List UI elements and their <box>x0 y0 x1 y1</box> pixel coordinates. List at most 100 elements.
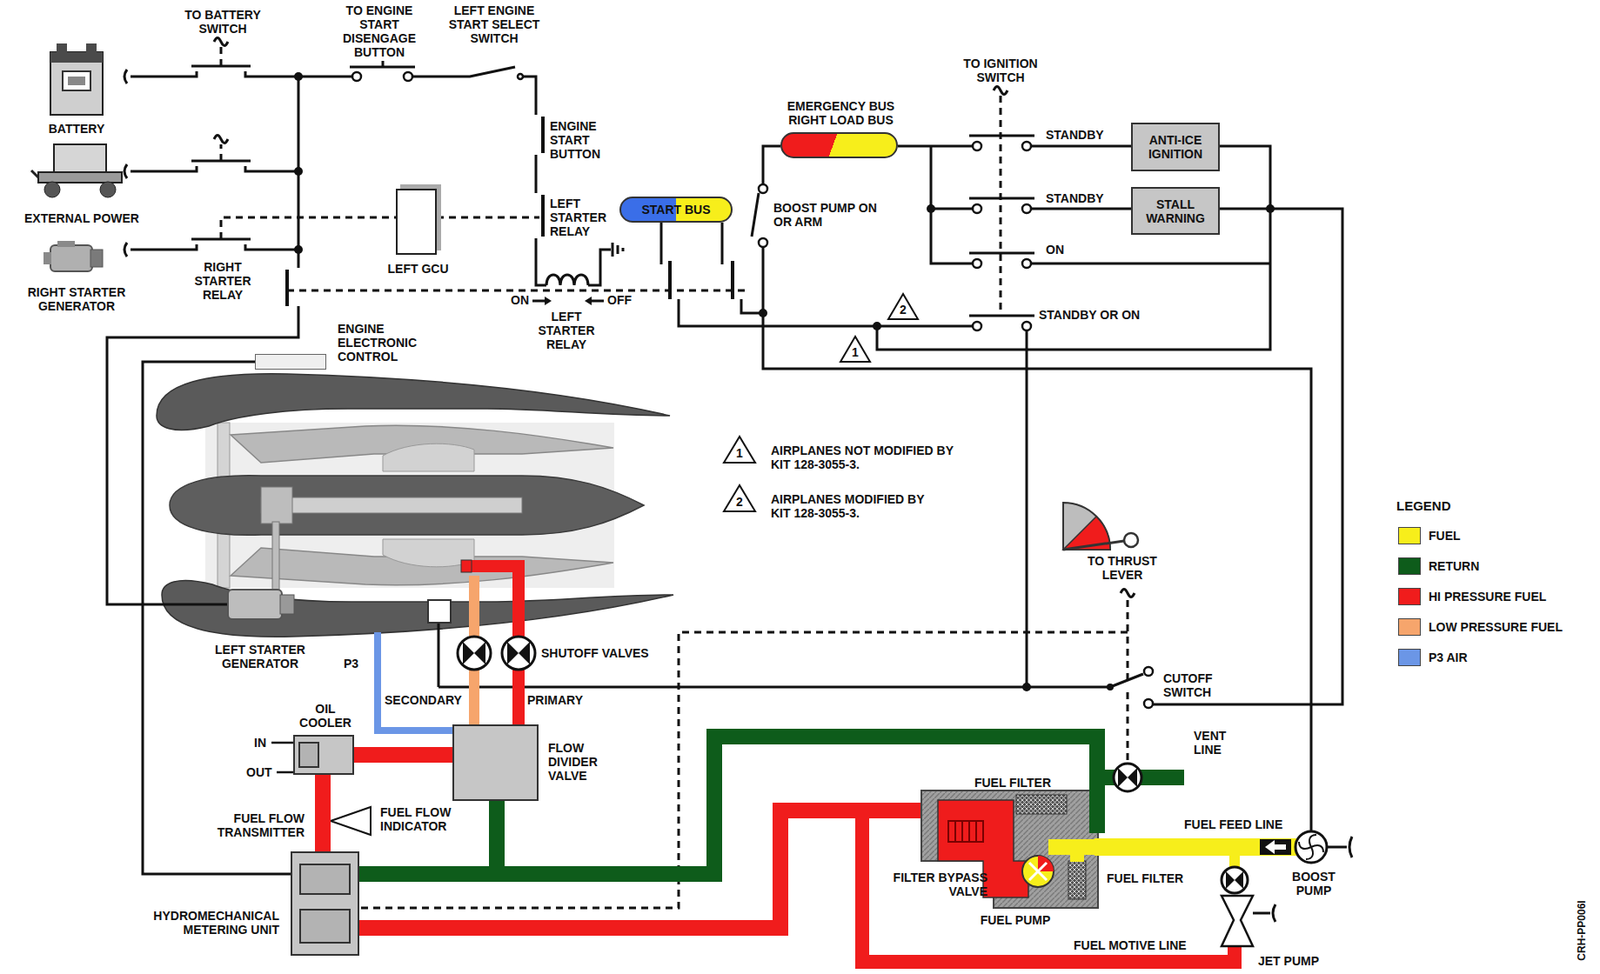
shutoff-valve-symbol <box>457 636 491 670</box>
power-cart-icon <box>38 172 122 183</box>
flow-arrow <box>1259 839 1292 856</box>
vent-valve-symbol <box>1127 768 1138 788</box>
callout-number: 1 <box>736 446 744 461</box>
switch-contact <box>1022 259 1031 268</box>
cooler-box: OIL COOLER <box>293 735 355 776</box>
fuel-line-connector <box>314 775 331 852</box>
junction-dot <box>1106 683 1114 691</box>
part-label: LEFT STARTER RELAY <box>549 196 620 239</box>
battery-icon <box>67 76 86 86</box>
part-label: OFF <box>607 293 632 308</box>
part-label: BOOST PUMP ON OR ARM <box>773 200 878 229</box>
flow-arrow <box>1259 839 1292 856</box>
feed-line <box>1094 838 1299 857</box>
legend-swatch <box>1398 588 1421 606</box>
callout-number: 2 <box>736 495 744 509</box>
engine-illustration <box>161 581 674 638</box>
switch-contact <box>352 72 362 81</box>
callout-triangle <box>840 336 871 362</box>
sensor-box <box>428 560 472 623</box>
engine-illustration <box>382 539 475 568</box>
part-label: CUTOFF SWITCH <box>1163 671 1233 700</box>
node-label: OIL COOLER <box>294 702 356 730</box>
switch-contact <box>972 259 982 268</box>
flow-indicator-symbol <box>330 807 371 836</box>
fuel-filter-assembly <box>1022 856 1054 888</box>
engine-illustration <box>156 374 674 637</box>
wiring <box>271 743 294 773</box>
starter-generator-icon <box>227 589 295 620</box>
callout-triangle <box>888 294 918 320</box>
part-label: P3 <box>343 656 359 671</box>
wiring <box>1152 208 1343 705</box>
battery-icon <box>50 52 103 115</box>
node-label: LEFT STARTER GENERATOR <box>199 642 322 671</box>
thrust-lever <box>1124 533 1139 548</box>
switch-contact <box>1144 667 1153 677</box>
fuel-lines <box>377 632 453 731</box>
generator-icon: RIGHT STARTER GENERATOR <box>46 240 108 277</box>
wiring <box>130 244 299 250</box>
part-label: TO ENGINE START DISENGAGE BUTTON <box>326 3 433 60</box>
engine-illustration <box>261 497 523 514</box>
part-label: FUEL PUMP <box>980 913 1052 928</box>
switch-contact <box>1144 699 1153 709</box>
generator-icon <box>90 249 103 268</box>
relay-arrow <box>544 296 592 306</box>
node-label: EMERGENCY BUS RIGHT LOAD BUS <box>767 99 916 128</box>
callout-triangle <box>723 294 918 512</box>
part-label: TO IGNITION SWITCH <box>943 56 1058 85</box>
legend-label: FUEL <box>1428 528 1461 543</box>
return-line <box>1097 783 1098 834</box>
engine-illustration <box>272 522 280 590</box>
legend-label: HI PRESSURE FUEL <box>1428 589 1547 604</box>
fuel-filter-assembly <box>921 790 1098 909</box>
part-label: OUT <box>246 765 273 780</box>
feed-line <box>1229 854 1240 868</box>
switch-contact <box>403 72 413 81</box>
part-label: FUEL FEED LINE <box>1184 817 1283 832</box>
legend-label: RETURN <box>1428 559 1480 574</box>
jet-pump-symbol <box>1234 871 1244 890</box>
sensor-box <box>461 560 472 573</box>
fuel-line-connector <box>354 747 453 764</box>
switch-contact <box>758 184 768 194</box>
wiring <box>532 300 604 303</box>
node-label: START BUS <box>641 202 710 217</box>
wiring <box>142 361 291 875</box>
vent-valve-symbol <box>1117 768 1128 788</box>
wiring <box>285 269 289 307</box>
jet-pump-symbol <box>1225 871 1235 890</box>
power-cart-icon: EXTERNAL POWER <box>35 142 128 200</box>
junction-dot <box>294 167 303 176</box>
part-label: ENGINE START BUTTON <box>549 119 620 161</box>
wiring <box>546 274 589 286</box>
node-label: ANTI-ICE IGNITION <box>1136 133 1215 161</box>
shutoff-valve-symbol <box>502 636 536 670</box>
fuel-filter-assembly <box>948 821 984 843</box>
legend-swatch <box>1398 618 1421 636</box>
part-label: FUEL FILTER <box>974 776 1052 790</box>
shutoff-valve-symbol <box>518 642 530 665</box>
callout-number: 2 <box>899 302 907 317</box>
bus-bar: EMERGENCY BUS RIGHT LOAD BUS <box>780 132 898 159</box>
switch-contact <box>1022 141 1031 151</box>
thrust-lever <box>1063 502 1111 550</box>
switch-contact <box>972 321 982 331</box>
inner-block <box>299 909 351 944</box>
control-unit-box: LEFT GCU <box>395 188 437 255</box>
node-label: STALL WARNING <box>1136 197 1215 226</box>
generator-icon <box>57 241 75 248</box>
engine-illustration <box>169 475 644 536</box>
wiring <box>612 242 623 257</box>
fuel-filter-assembly <box>1048 839 1098 856</box>
fuel-lines <box>359 566 1235 963</box>
mechanical-linkage <box>287 289 745 293</box>
junction-dot <box>294 245 303 255</box>
metering-unit-box: HYDROMECHANICAL METERING UNIT <box>290 851 360 957</box>
jet-pump-symbol <box>1252 904 1276 923</box>
node-label: ENGINE ELECTRONIC CONTROL <box>337 321 434 364</box>
legend-swatch <box>1398 527 1421 545</box>
battery-icon: BATTERY <box>46 40 108 118</box>
